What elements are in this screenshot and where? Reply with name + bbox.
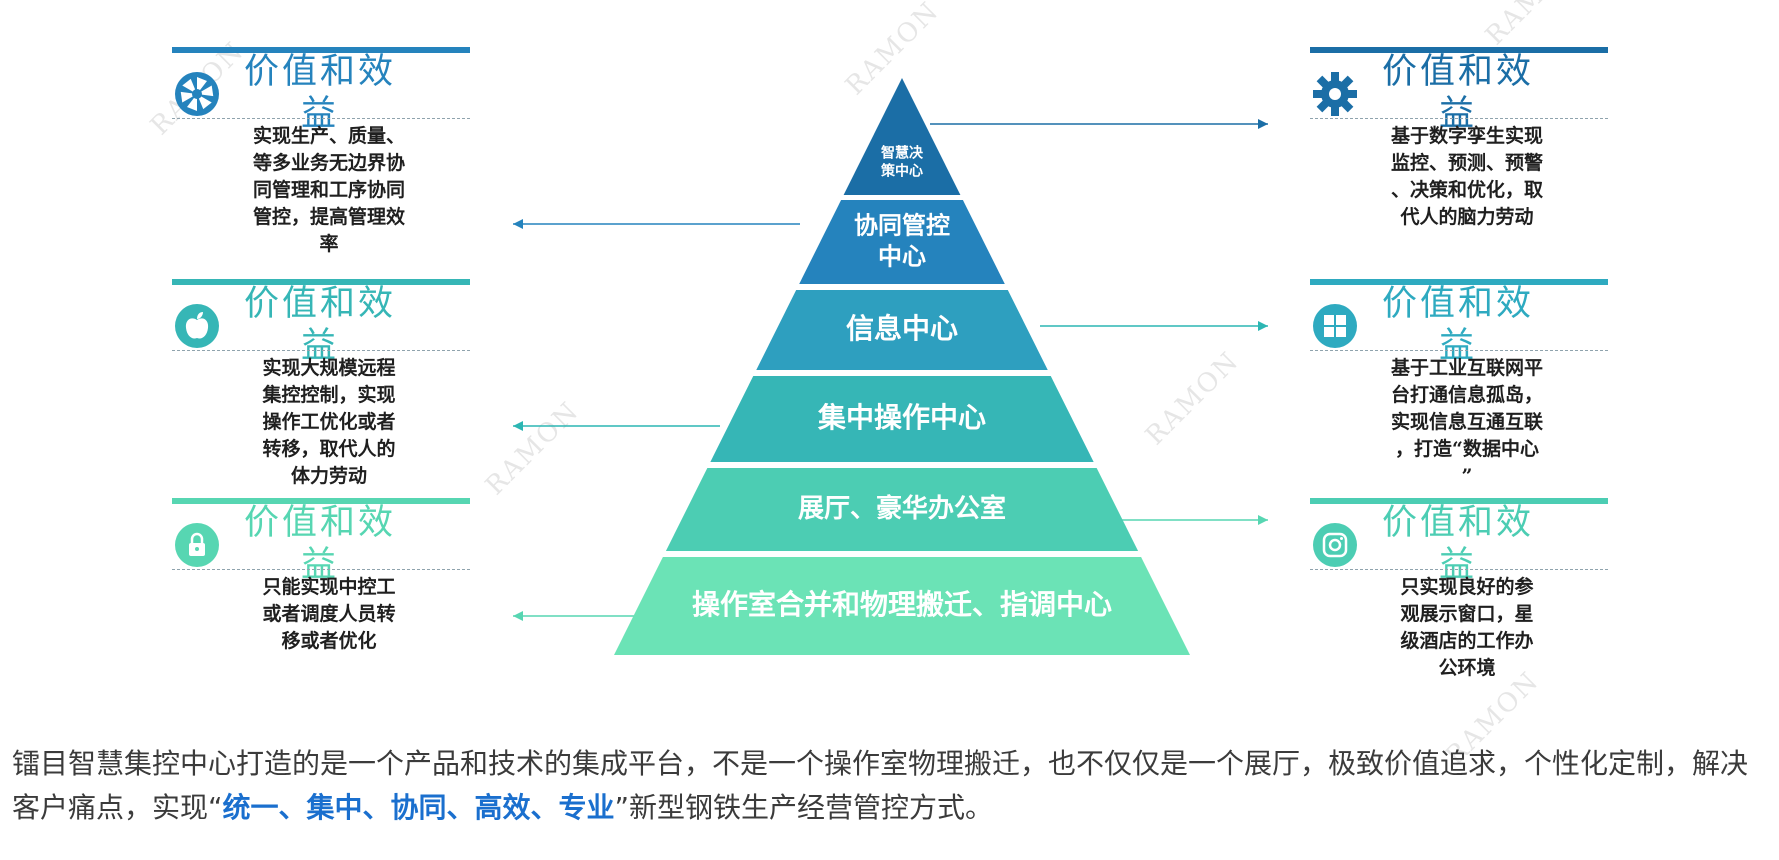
card-heading: 价值和效 益	[243, 284, 396, 366]
connector-arrow	[1258, 515, 1268, 525]
card-top-bar	[1310, 498, 1608, 504]
divider	[172, 118, 470, 119]
connector-arrow	[1258, 321, 1268, 331]
pyramid-layer-label: 中心	[878, 243, 926, 271]
card-top-bar	[1310, 279, 1608, 285]
pyramid-layer	[710, 376, 1094, 462]
divider	[1310, 118, 1608, 119]
card-body: 实现生产、质量、 等多业务无边界协 同管理和工序协同 管控，提高管理效 率	[252, 125, 405, 255]
card-heading: 价值和效 益	[243, 503, 396, 585]
divider	[172, 350, 470, 351]
pyramid-layer-label: 信息中心	[846, 312, 958, 345]
card-heading: 价值和效 益	[1381, 284, 1534, 366]
windows-icon	[1313, 304, 1357, 348]
instagram-icon	[1313, 523, 1357, 567]
pyramid-layer	[614, 557, 1190, 655]
paragraph-text-end: ”新型钢铁生产经营管控方式。	[614, 791, 994, 824]
pyramid-layer	[799, 200, 1005, 284]
connector-arrow	[513, 219, 523, 229]
card-top-bar	[1310, 47, 1608, 53]
pyramid-layer-label: 协同管控	[854, 211, 950, 239]
card-top-bar	[172, 279, 470, 285]
pyramid-layer-label: 集中操作中心	[817, 401, 986, 434]
lock-icon	[175, 523, 219, 567]
divider	[172, 569, 470, 570]
card-top-bar	[172, 47, 470, 53]
pyramid-layer	[665, 468, 1139, 551]
card-heading: 价值和效 益	[1381, 503, 1534, 585]
paragraph-text: 镭目智慧集控中心打造的是一个产品和技术的集成平台，不是一个操作室物理搬迁，也不仅…	[12, 747, 1749, 824]
card-top-bar	[172, 498, 470, 504]
card-body: 只能实现中控工 或者调度人员转 移或者优化	[262, 576, 396, 652]
pyramid-layer	[843, 78, 961, 195]
paragraph-highlight: 统一、集中、协同、高效、专业	[222, 791, 615, 824]
card-heading: 价值和效 益	[1381, 52, 1534, 134]
card-body: 基于工业互联网平 台打通信息孤岛， 实现信息互通互联 ，打造“数据中心 ”	[1390, 357, 1543, 487]
connector-arrow	[513, 611, 523, 621]
pyramid-diagram: 智慧决策中心协同管控中心信息中心集中操作中心展厅、豪华办公室操作室合并和物理搬迁…	[513, 78, 1268, 655]
card-body: 实现大规模远程 集控控制，实现 操作工优化或者 转移，取代人的 体力劳动	[262, 357, 396, 487]
pyramid-layer-label: 展厅、豪华办公室	[798, 493, 1006, 524]
shutter-icon	[175, 72, 219, 116]
card-body: 只实现良好的参 观展示窗口，星 级酒店的工作办 公环境	[1400, 576, 1534, 679]
connector-arrow	[1258, 119, 1268, 129]
connector-arrow	[513, 421, 523, 431]
divider	[1310, 569, 1608, 570]
apple-icon	[175, 304, 219, 348]
divider	[1310, 350, 1608, 351]
card-heading: 价值和效 益	[243, 52, 396, 134]
gear-icon	[1313, 72, 1357, 116]
description-paragraph: 镭目智慧集控中心打造的是一个产品和技术的集成平台，不是一个操作室物理搬迁，也不仅…	[12, 742, 1772, 830]
pyramid-layer-label: 操作室合并和物理搬迁、指调中心	[692, 588, 1112, 621]
card-body: 基于数字孪生实现 监控、预测、预警 、决策和优化，取 代人的脑力劳动	[1390, 125, 1543, 228]
pyramid-layer-label: 策中心	[880, 163, 923, 180]
pyramid-layer-label: 智慧决	[880, 144, 924, 161]
pyramid-layer	[756, 290, 1048, 370]
